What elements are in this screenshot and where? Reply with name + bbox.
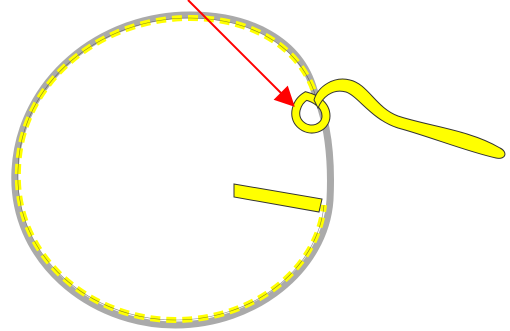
rope-tail-end bbox=[314, 79, 505, 158]
pointer-arrow bbox=[188, 0, 292, 104]
rope-short-end bbox=[234, 184, 322, 212]
gray-ring bbox=[15, 15, 331, 325]
